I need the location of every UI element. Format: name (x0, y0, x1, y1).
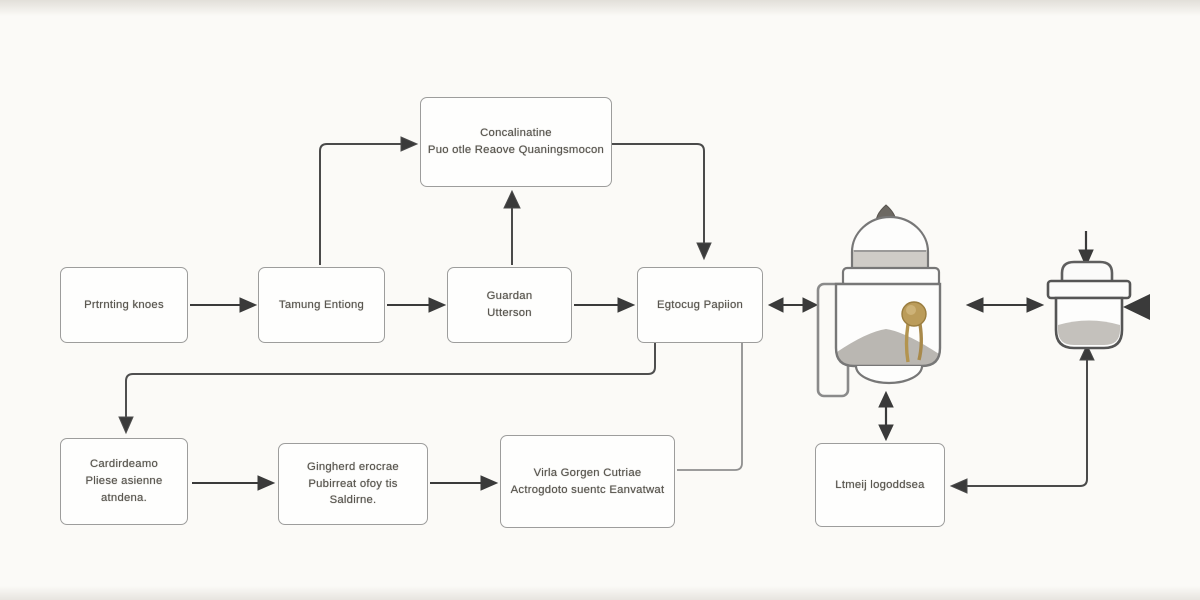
node-g: Virla Gorgen Cutriae Actrogdoto suentc E… (500, 435, 675, 528)
node-h-line1: Ltmeij logoddsea (835, 478, 925, 491)
node-e-line2: Pliese asienne (85, 475, 163, 488)
arrow-d-to-e (118, 343, 656, 435)
arrow-e-to-f (192, 475, 276, 491)
node-topbox-line2: Puo otle Reaove Quaningsmocon (427, 144, 605, 156)
node-f-line3: Saldirne. (329, 494, 377, 507)
node-d: Egtocug Papiion (637, 267, 763, 343)
canister-jar-icon (816, 215, 942, 398)
arrow-topbox-to-d (612, 143, 712, 261)
arrow-c-to-topbox (503, 189, 521, 265)
arrowhead-into-pot-right (1123, 294, 1150, 320)
node-f-line2: Pubirreat ofoy tis (308, 477, 398, 490)
arrow-b-to-c (387, 297, 447, 313)
gold-seal-icon (901, 301, 927, 363)
node-e-line1: Cardirdeamo (89, 458, 159, 471)
node-a: Prtrnting knoes (60, 267, 188, 343)
arrow-jar-pot-double (965, 297, 1045, 313)
arrow-f-to-g (430, 475, 499, 491)
connector-d-to-g (677, 343, 743, 471)
node-c-line1: Guardan (486, 290, 533, 303)
node-h: Ltmeij logoddsea (815, 443, 945, 527)
arrow-a-to-b (190, 297, 258, 313)
node-a-line1: Prtrnting knoes (84, 298, 164, 311)
arrow-c-to-d (574, 297, 636, 313)
node-c: Guardan Utterson (447, 267, 572, 343)
arrow-b-to-topbox (319, 136, 419, 265)
arrow-jar-h-double (878, 390, 894, 442)
node-d-line1: Egtocug Papiion (656, 298, 744, 311)
node-c-line2: Utterson (487, 307, 532, 319)
node-topbox: Concalinatine Puo otle Reaove Quaningsmo… (420, 97, 612, 187)
small-pot-icon (1046, 260, 1132, 350)
node-g-line1: Virla Gorgen Cutriae (533, 466, 642, 479)
arrow-d-jar-double (767, 297, 819, 313)
node-b: Tamung Entiong (258, 267, 385, 343)
arrow-pot-h-elbow (949, 343, 1095, 494)
arrow-into-pot-top (1078, 231, 1094, 268)
node-g-line2: Actrogdoto suentc Eanvatwat (510, 483, 665, 496)
node-b-line1: Tamung Entiong (278, 298, 365, 311)
node-e: Cardirdeamo Pliese asienne atndena. (60, 438, 188, 525)
node-f-line1: Gingherd erocrae (307, 460, 399, 473)
node-f: Gingherd erocrae Pubirreat ofoy tis Sald… (278, 443, 428, 525)
node-e-line3: atndena. (101, 491, 147, 504)
node-topbox-line1: Concalinatine (480, 127, 552, 140)
